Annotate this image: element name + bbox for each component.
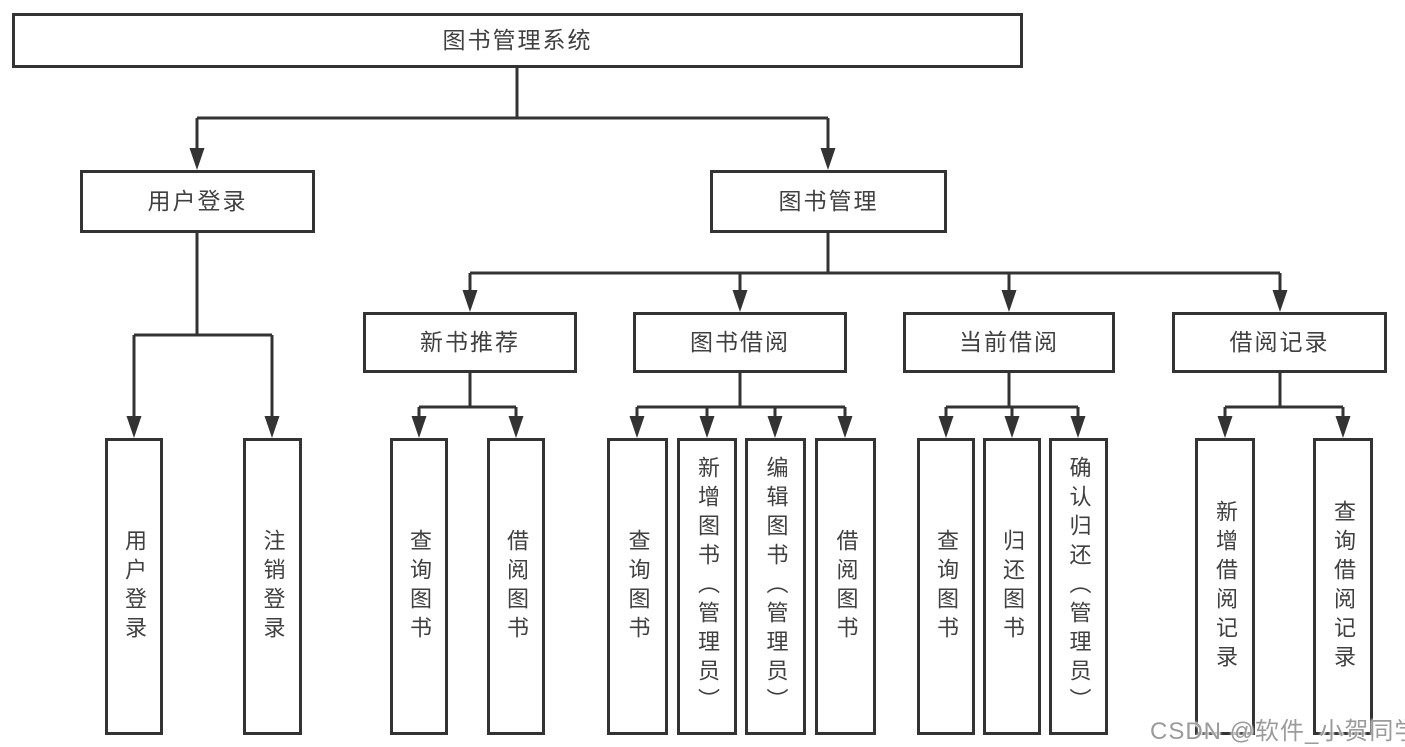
leaf-user-login: 用户登录	[105, 438, 163, 735]
leaf-borrow-books: 借阅图书	[815, 438, 876, 735]
leaf-query-books-recommend: 查询图书	[390, 438, 448, 735]
leaf-confirm-return-admin: 确认归还（管理员）	[1049, 438, 1108, 735]
leaf-query-books-current: 查询图书	[917, 438, 975, 735]
leaf-add-books-admin: 新增图书（管理员）	[677, 438, 737, 735]
leaf-query-borrow-record: 查询借阅记录	[1313, 438, 1373, 735]
node-book-borrow: 图书借阅	[633, 312, 847, 373]
leaf-edit-books-admin: 编辑图书（管理员）	[745, 438, 806, 735]
node-current-borrow: 当前借阅	[903, 312, 1115, 373]
leaf-add-borrow-record: 新增借阅记录	[1195, 438, 1255, 735]
leaf-borrow-books-recommend: 借阅图书	[487, 438, 545, 735]
node-root: 图书管理系统	[12, 13, 1023, 68]
leaf-return-books: 归还图书	[983, 438, 1041, 735]
arrowheads	[126, 148, 1351, 438]
watermark: CSDN @软件_小贺同学	[1150, 718, 1405, 745]
node-user-login: 用户登录	[80, 170, 315, 233]
leaf-query-books-borrow: 查询图书	[607, 438, 668, 735]
node-new-book-recommend: 新书推荐	[363, 312, 577, 373]
node-borrow-records: 借阅记录	[1172, 312, 1387, 373]
leaf-logout: 注销登录	[243, 438, 302, 735]
node-book-management: 图书管理	[710, 170, 947, 233]
